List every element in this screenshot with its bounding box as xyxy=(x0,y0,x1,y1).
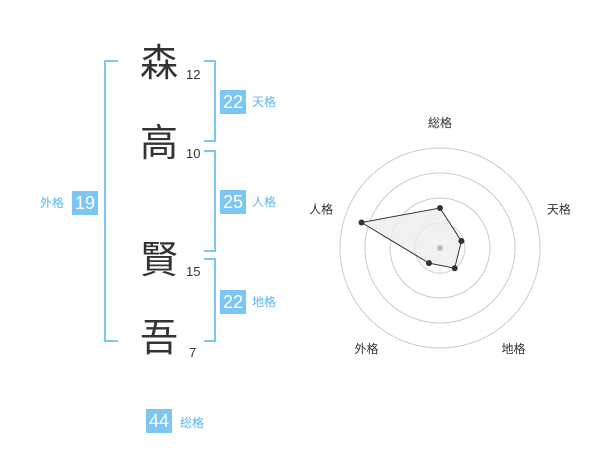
radar-point xyxy=(358,219,365,226)
radar-point xyxy=(451,265,458,272)
tenkaku-value: 22 xyxy=(220,90,246,114)
radar-axis-label: 人格 xyxy=(309,201,333,216)
radar-polygon xyxy=(360,207,462,269)
radar-point xyxy=(437,205,443,211)
gaikaku-bracket xyxy=(104,60,118,342)
radar-axis-label: 天格 xyxy=(547,201,571,216)
name-char-3: 賢 xyxy=(140,238,179,282)
gaikaku-label: 外格 xyxy=(40,196,65,210)
radar-grid-ring xyxy=(339,147,541,349)
radar-point xyxy=(425,260,432,267)
chikaku-label: 地格 xyxy=(252,295,277,309)
radar-axis-label: 外格 xyxy=(355,341,379,356)
stroke-count-3: 15 xyxy=(186,264,201,279)
tenkaku-bracket xyxy=(204,60,216,142)
radar-axis-label: 総格 xyxy=(428,115,452,130)
jinkaku-bracket xyxy=(204,150,216,252)
jinkaku-value: 25 xyxy=(220,190,246,214)
soukaku-value: 44 xyxy=(146,409,172,433)
gaikaku-value: 19 xyxy=(72,191,98,215)
chikaku-value: 22 xyxy=(220,290,246,314)
stroke-count-4: 7 xyxy=(189,345,197,360)
radar-center-dot xyxy=(437,245,443,251)
jinkaku-label: 人格 xyxy=(252,195,277,209)
radar-grid-ring xyxy=(364,172,516,324)
stroke-count-1: 12 xyxy=(186,67,201,82)
stroke-count-2: 10 xyxy=(186,146,201,161)
radar-shape xyxy=(358,205,465,272)
chikaku-bracket xyxy=(204,258,216,342)
name-char-4: 吾 xyxy=(140,316,179,360)
radar-grid xyxy=(339,147,541,349)
radar-grid-ring xyxy=(389,197,491,299)
radar-point xyxy=(458,238,465,245)
name-char-1: 森 xyxy=(140,41,179,85)
name-char-2: 高 xyxy=(140,121,179,165)
tenkaku-label: 天格 xyxy=(252,95,277,109)
soukaku-label: 総格 xyxy=(180,416,205,430)
radar-axis-label: 地格 xyxy=(501,341,525,356)
